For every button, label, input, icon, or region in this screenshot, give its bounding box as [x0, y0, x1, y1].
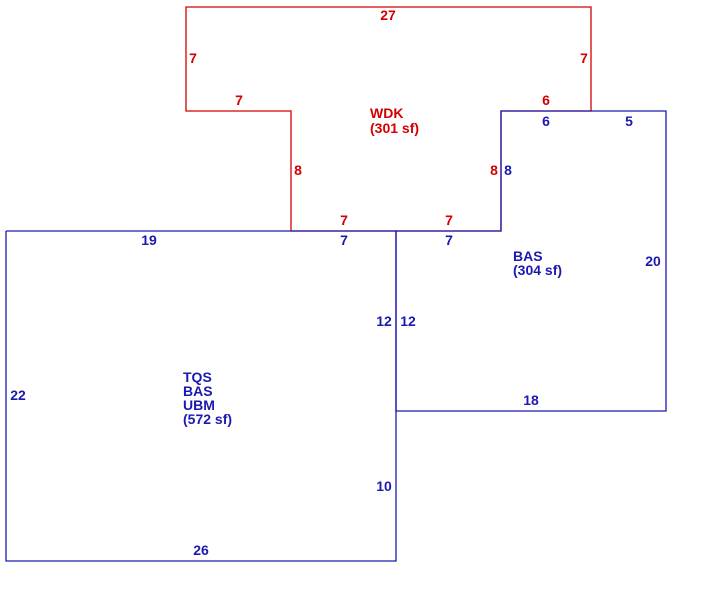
- bas-dim-bottom: 18: [523, 392, 539, 408]
- bas-area-label: (304 sf): [513, 262, 562, 278]
- main-code-2: BAS: [183, 383, 213, 399]
- main-dim-top-right: 7: [340, 232, 348, 248]
- bas-dim-top-right: 5: [625, 113, 633, 129]
- main-dim-right-lower: 10: [376, 478, 392, 494]
- wdk-dim-bottom-right: 7: [445, 212, 453, 228]
- wdk-dim-left: 7: [189, 50, 197, 66]
- wdk-code-label: WDK: [370, 105, 403, 121]
- wdk-area-label: (301 sf): [370, 120, 419, 136]
- bas-dim-left: 8: [504, 162, 512, 178]
- bas-dim-inner: 12: [400, 313, 416, 329]
- main-area-label: (572 sf): [183, 411, 232, 427]
- main-code-3: UBM: [183, 397, 215, 413]
- wdk-dim-top: 27: [380, 7, 396, 23]
- main-dim-top: 19: [141, 232, 157, 248]
- bas-code-label: BAS: [513, 248, 543, 264]
- main-code-1: TQS: [183, 369, 212, 385]
- wdk-dim-inner-left: 8: [294, 162, 302, 178]
- wdk-dim-right: 7: [580, 50, 588, 66]
- bas-dim-bottom-left: 7: [445, 232, 453, 248]
- main-dim-left: 22: [10, 387, 26, 403]
- main-dim-right-upper: 12: [376, 313, 392, 329]
- main-dim-bottom: 26: [193, 542, 209, 558]
- wdk-dim-step-right: 6: [542, 92, 550, 108]
- wdk-dim-step-left: 7: [235, 92, 243, 108]
- wdk-dim-inner-right: 8: [490, 162, 498, 178]
- bas-dim-top-left: 6: [542, 113, 550, 129]
- main-outline: [5, 230, 397, 562]
- wdk-dim-bottom-left: 7: [340, 212, 348, 228]
- bas-dim-right: 20: [645, 253, 661, 269]
